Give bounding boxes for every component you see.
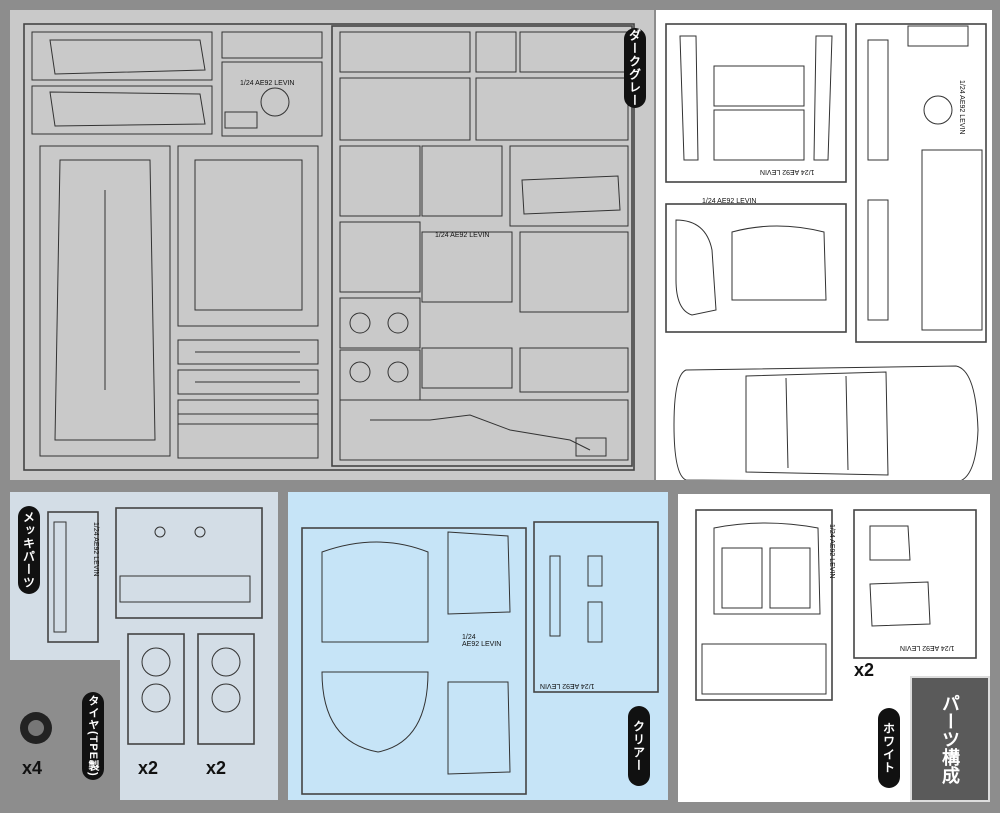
tire-multiplier: x4 bbox=[22, 758, 43, 778]
parts-composition-title: パーツ構成 bbox=[940, 694, 960, 784]
white-sprue-panel: 1/24 AE92 LEVIN 1/24 AE92 LEVIN 1/24 AE9… bbox=[656, 10, 992, 483]
runner-code-f: 1/24 AE92 LEVIN bbox=[760, 168, 815, 175]
parts-composition-badge: パーツ構成 bbox=[910, 676, 990, 802]
runner-code-x: 1/24 AE92 LEVIN bbox=[462, 634, 502, 648]
white-lower-drawing bbox=[695, 509, 977, 701]
chrome-sprue-drawing bbox=[47, 507, 263, 745]
chrome-sprue-drawing-wrap: メッキパーツ 1/24 AE92 LEVIN x2 x2 bbox=[10, 492, 278, 800]
runner-code-y: 1/24 AE92 LEVIN bbox=[540, 682, 595, 689]
clear-sprue-drawing bbox=[301, 521, 659, 795]
runner-code-g: 1/24 AE92 LEVIN bbox=[828, 524, 835, 579]
wheel-a-multiplier: x2 bbox=[138, 758, 159, 778]
chrome-sprue-panel-lower bbox=[120, 656, 278, 800]
dark-gray-sprue-panel: ダークグレー 1/24 AE92 LEVIN 1/24 AE92 LEVIN bbox=[10, 10, 654, 480]
white-multiplier: x2 bbox=[854, 660, 875, 680]
white-lower-panel: 1/24 AE92 LEVIN 1/24 AE92 LEVIN x2 ホワイト bbox=[678, 494, 990, 802]
runner-code-d: 1/24 AE92 LEVIN bbox=[702, 198, 757, 205]
runner-code-b: 1/24 AE92 LEVIN bbox=[240, 80, 295, 87]
wheel-b-multiplier: x2 bbox=[206, 758, 227, 778]
tire-drawing bbox=[20, 712, 52, 744]
clear-label: クリアー bbox=[628, 706, 650, 786]
runner-code-m: 1/24 AE92 LEVIN bbox=[900, 644, 955, 651]
tire-label: タイヤ(TPE製) bbox=[82, 692, 104, 780]
white-label: ホワイト bbox=[878, 708, 900, 788]
dark-gray-label: ダークグレー bbox=[624, 28, 646, 108]
clear-sprue-panel: 1/24 AE92 LEVIN 1/24 AE92 LEVIN クリアー bbox=[288, 492, 668, 800]
white-sprue-drawing bbox=[665, 23, 987, 483]
tire-area: タイヤ(TPE製) x4 bbox=[10, 662, 118, 802]
runner-code-k: 1/24 AE92 LEVIN bbox=[92, 522, 99, 577]
runner-code-e: 1/24 AE92 LEVIN bbox=[958, 80, 965, 135]
runner-code-c: 1/24 AE92 LEVIN bbox=[435, 232, 490, 239]
chrome-label: メッキパーツ bbox=[18, 506, 40, 594]
dark-gray-sprue-drawing bbox=[23, 23, 635, 471]
